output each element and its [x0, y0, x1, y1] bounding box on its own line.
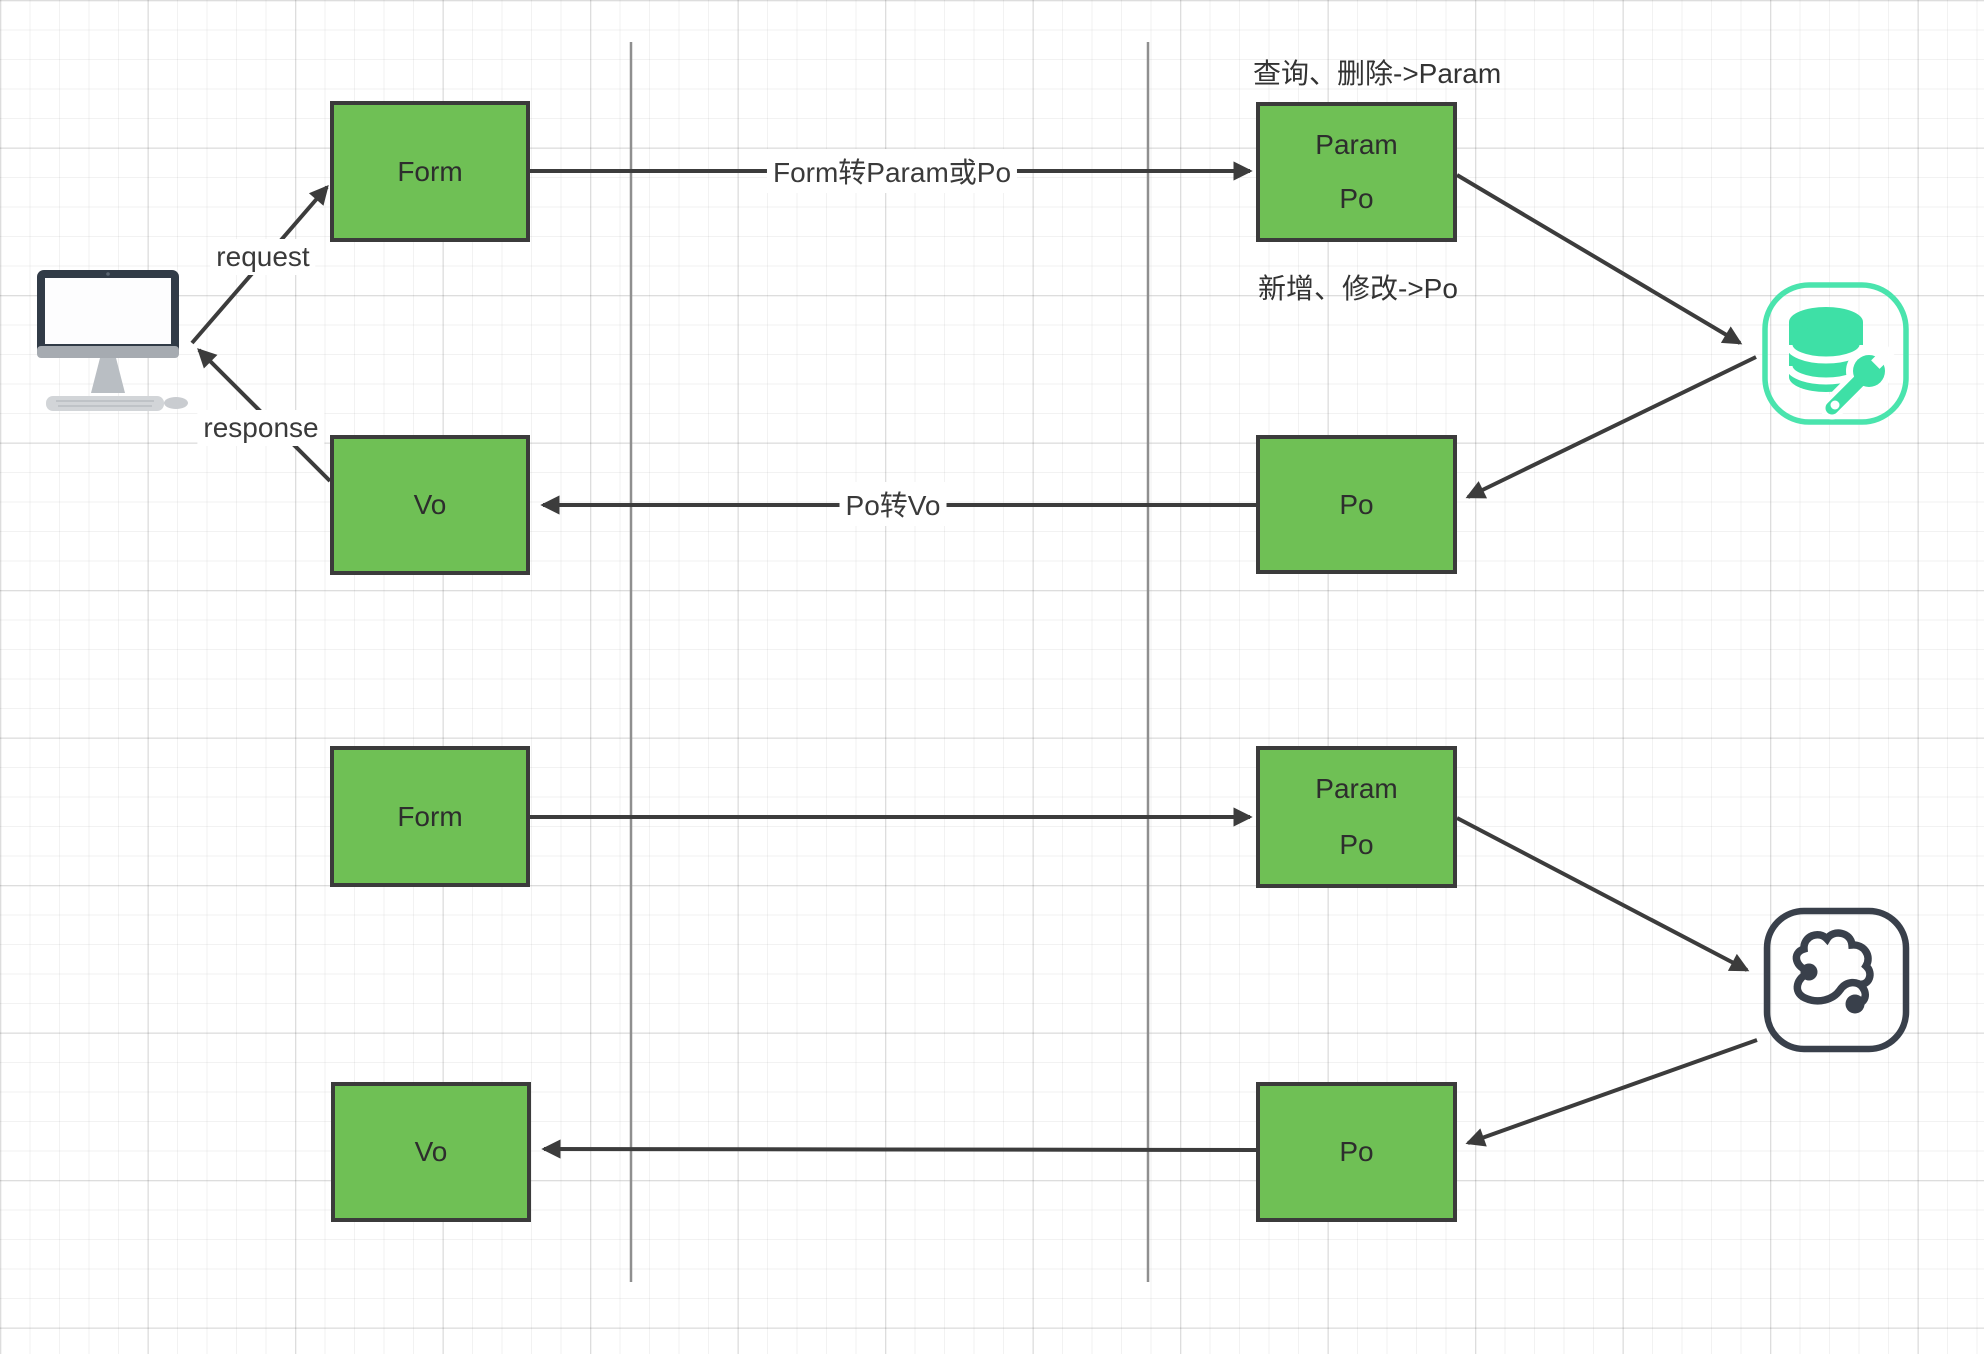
edge-po-to-vo-bottom[interactable]	[541, 1139, 1257, 1159]
node-form-top[interactable]: Form	[330, 101, 530, 242]
node-label: Form	[397, 155, 463, 187]
node-label: Po	[1339, 828, 1374, 860]
node-vo-bottom[interactable]: Vo	[331, 1082, 531, 1222]
annotation-query-delete: 查询、删除->Param	[1253, 58, 1502, 89]
node-vo-top[interactable]: Vo	[330, 435, 530, 575]
cloud-service-icon[interactable]	[1763, 907, 1910, 1053]
node-label: Vo	[414, 1136, 448, 1167]
annotation-create-update: 新增、修改->Po	[1258, 273, 1458, 304]
node-param-po-bottom[interactable]: Param Po	[1256, 746, 1457, 888]
node-label: Param	[1315, 128, 1398, 160]
node-form-bottom[interactable]: Form	[330, 746, 530, 887]
computer-icon[interactable]	[37, 270, 188, 411]
edge-cloud-to-po[interactable]	[1465, 1038, 1758, 1147]
node-label: Po	[1339, 183, 1374, 215]
edge-database-to-po[interactable]	[1465, 355, 1757, 499]
edge-label-form-to-param[interactable]: Form转Param或Po	[766, 149, 1018, 193]
node-label: Po	[1339, 1136, 1374, 1167]
node-param-po-top[interactable]: Param Po	[1256, 102, 1457, 242]
database-maintenance-icon[interactable]	[1762, 282, 1909, 425]
node-label: Vo	[413, 489, 447, 520]
node-label: Form	[397, 800, 463, 832]
edge-label-request[interactable]: request	[210, 239, 316, 275]
edge-param-to-cloud[interactable]	[1456, 816, 1750, 972]
node-label: Po	[1339, 488, 1374, 520]
edge-label-po-to-vo[interactable]: Po转Vo	[839, 482, 947, 526]
node-label: Param	[1315, 773, 1398, 805]
edge-label-response[interactable]: response	[197, 410, 325, 446]
node-po-bottom[interactable]: Po	[1256, 1082, 1457, 1222]
node-po-top[interactable]: Po	[1256, 435, 1457, 574]
edge-param-to-database[interactable]	[1455, 173, 1743, 345]
